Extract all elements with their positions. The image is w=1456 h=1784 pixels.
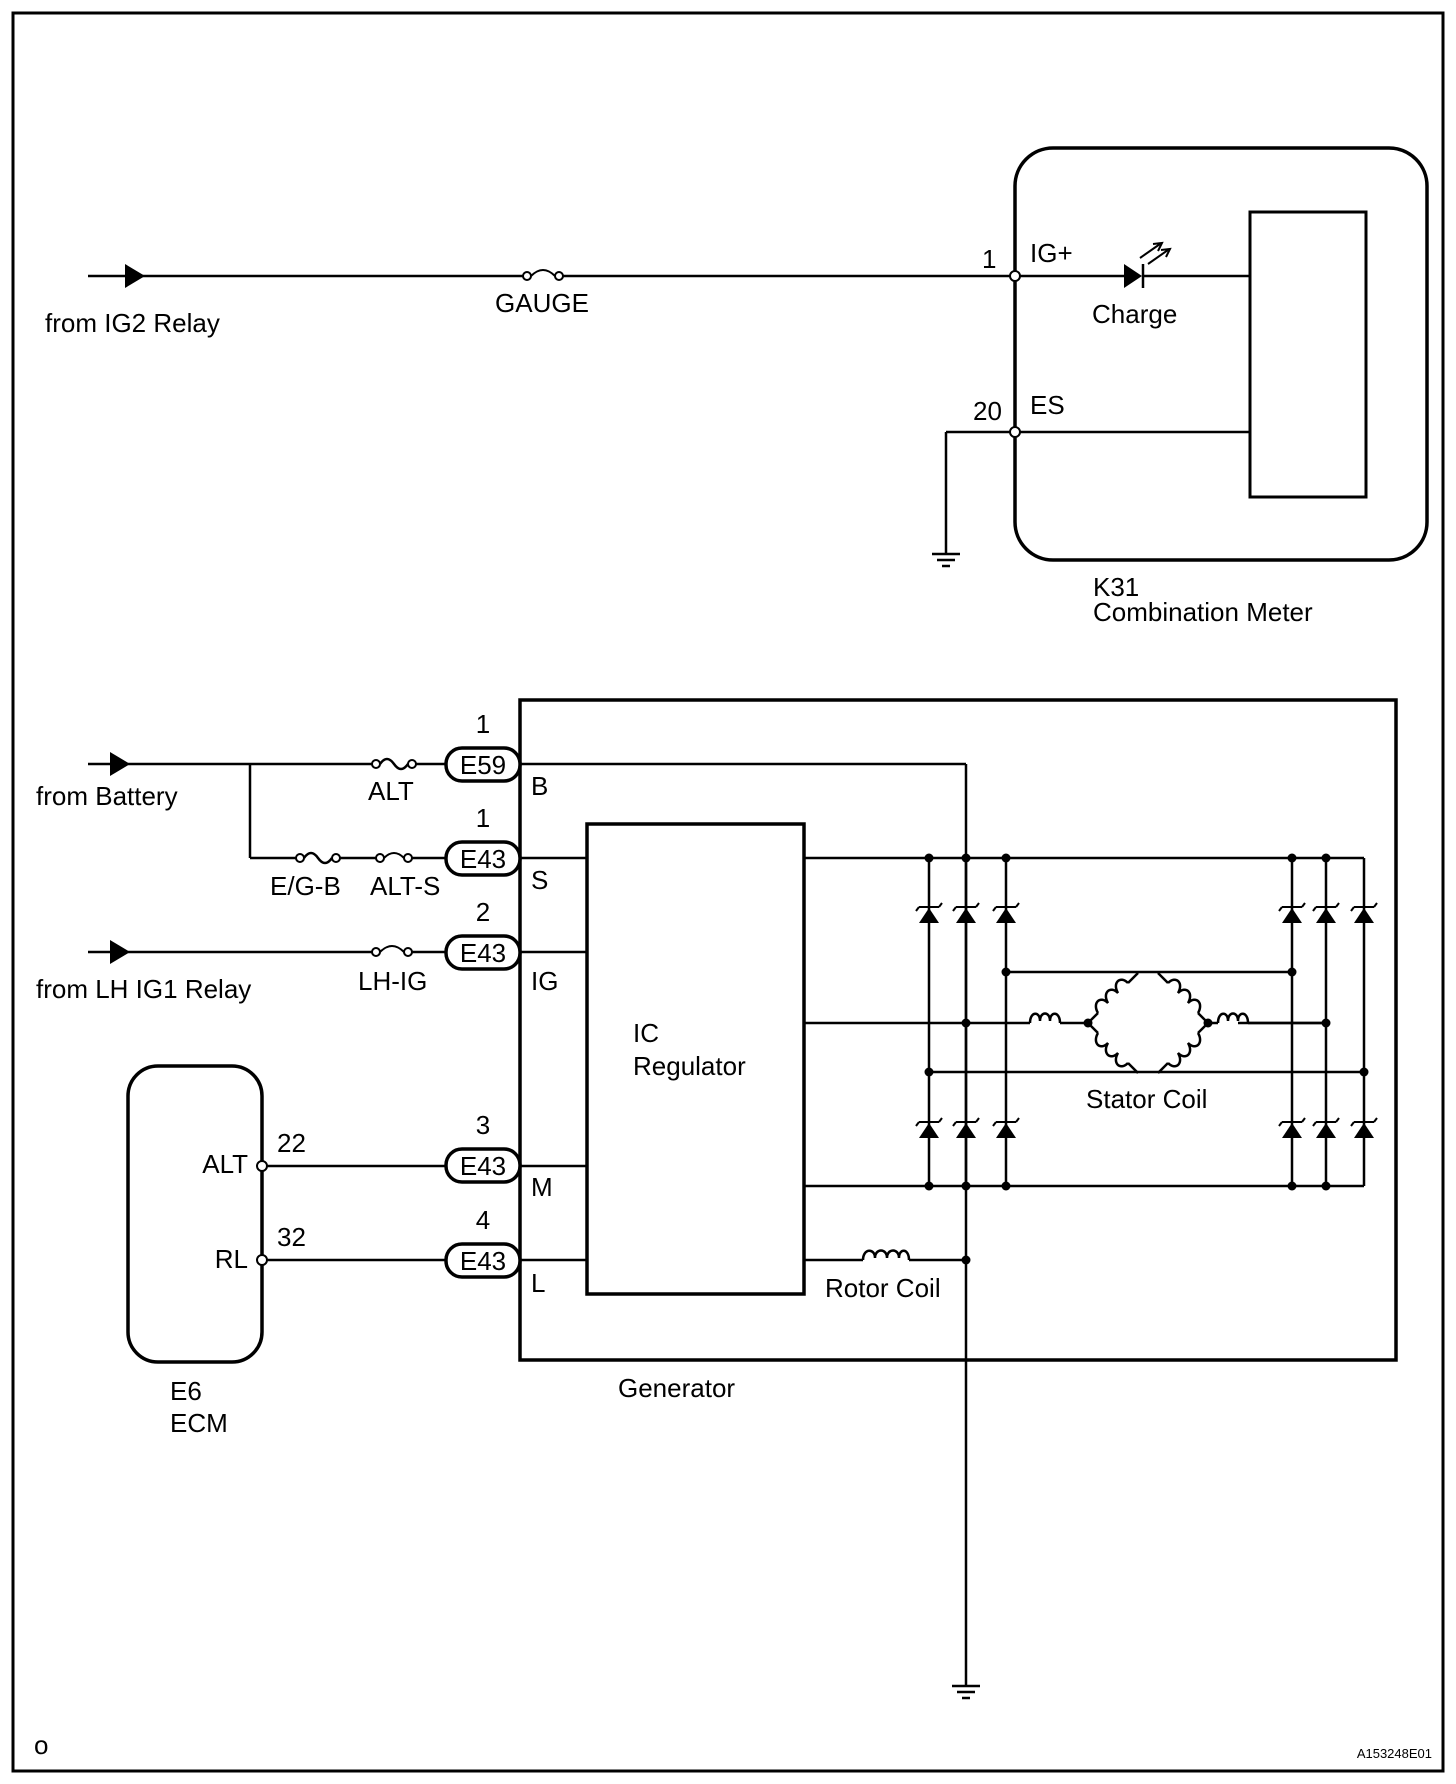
generator-pin-name: S xyxy=(531,865,548,895)
ground-icon xyxy=(950,1670,982,1700)
battery-circuit: from Battery ALT E/G-B ALT-S xyxy=(36,752,982,1700)
diode-icon xyxy=(1278,902,1306,924)
page-frame xyxy=(11,11,1445,1773)
ground-icon xyxy=(930,538,962,568)
generator-pin-name: B xyxy=(531,771,548,801)
meter-code: K31 xyxy=(1093,572,1139,602)
generator-pin-name: L xyxy=(531,1268,545,1298)
ecm-box xyxy=(126,1064,264,1364)
ecm-pin-rl-name: RL xyxy=(215,1244,248,1274)
fuse-alts-label: ALT-S xyxy=(370,871,440,901)
ecm-code: E6 xyxy=(170,1376,202,1406)
arrow-icon xyxy=(110,752,130,776)
stator-coil-icon: Stator Coil xyxy=(1028,972,1326,1114)
diode-icon xyxy=(1350,1117,1378,1139)
diode-icon xyxy=(1312,1117,1340,1139)
meter-internal-block xyxy=(1248,210,1368,499)
connector-code: E59 xyxy=(460,750,506,780)
connector-code: E43 xyxy=(460,1151,506,1181)
diode-icon xyxy=(952,1117,980,1139)
meter-pin-ig-num: 1 xyxy=(982,244,996,274)
fuse-gauge-icon xyxy=(522,269,564,281)
source-lh-ig1-label: from LH IG1 Relay xyxy=(36,974,251,1004)
ecm-pin-rl-num: 32 xyxy=(277,1222,306,1252)
diode-icon xyxy=(1278,1117,1306,1139)
fuse-egb-label: E/G-B xyxy=(270,871,341,901)
meter-pin-ig-name: IG+ xyxy=(1030,238,1073,268)
connector-e43-m: E43 3 M xyxy=(444,1110,553,1202)
connector-num: 2 xyxy=(476,897,490,927)
ic-regulator-line2: Regulator xyxy=(633,1051,746,1081)
fuse-alts-icon xyxy=(375,852,413,863)
rotor-coil-circuit: Rotor Coil xyxy=(804,1249,971,1303)
source-battery-label: from Battery xyxy=(36,781,178,811)
meter-pin-es-name: ES xyxy=(1030,390,1065,420)
fusible-link-alt-icon xyxy=(371,757,417,771)
generator-label: Generator xyxy=(618,1373,735,1403)
footer-left-mark: o xyxy=(34,1730,48,1760)
source-ig2-label: from IG2 Relay xyxy=(45,308,220,338)
combination-meter-box xyxy=(1013,146,1429,562)
combination-meter: K31 Combination Meter xyxy=(1013,146,1429,627)
connector-code: E43 xyxy=(460,1246,506,1276)
fuse-lhig-icon xyxy=(371,945,413,957)
meter-pin-es-num: 20 xyxy=(973,396,1002,426)
diode-icon xyxy=(1312,902,1340,924)
connector-num: 1 xyxy=(476,803,490,833)
diode-icon xyxy=(1350,902,1378,924)
fuse-lhig-label: LH-IG xyxy=(358,966,427,996)
connector-num: 3 xyxy=(476,1110,490,1140)
generator-box xyxy=(518,698,1398,1362)
rotor-coil-label: Rotor Coil xyxy=(825,1273,941,1303)
meter-pin-ig xyxy=(1009,270,1021,282)
connector-num: 1 xyxy=(476,709,490,739)
connector-code: E43 xyxy=(460,938,506,968)
ig2-circuit: from IG2 Relay GAUGE 1 IG+ Charge xyxy=(45,238,1250,338)
connector-e43-ig: E43 2 IG xyxy=(444,897,558,996)
ecm-pin-rl xyxy=(256,1254,268,1266)
fuse-gauge-label: GAUGE xyxy=(495,288,589,318)
fuse-alt-label: ALT xyxy=(368,776,414,806)
meter-name: Combination Meter xyxy=(1093,597,1313,627)
diode-icon xyxy=(952,902,980,924)
meter-pin-es xyxy=(1009,426,1021,438)
connector-code: E43 xyxy=(460,844,506,874)
ecm: ALT RL 22 32 E6 ECM xyxy=(126,1064,587,1438)
diode-icon xyxy=(992,1117,1020,1139)
charge-led-label: Charge xyxy=(1092,299,1177,329)
ecm-pin-alt xyxy=(256,1160,268,1172)
diode-icon xyxy=(915,902,943,924)
ecm-pin-alt-name: ALT xyxy=(202,1149,248,1179)
diode-icon xyxy=(992,902,1020,924)
ecm-pin-alt-num: 22 xyxy=(277,1128,306,1158)
lh-ig1-circuit: from LH IG1 Relay LH-IG xyxy=(36,940,587,1004)
stator-coil-label: Stator Coil xyxy=(1086,1084,1207,1114)
rotor-coil-icon xyxy=(861,1249,911,1261)
es-ground-circuit: 20 ES xyxy=(930,390,1250,568)
ic-regulator-box xyxy=(585,822,806,1296)
connector-e43-l: E43 4 L xyxy=(444,1205,545,1298)
connector-e59-b: E59 1 B xyxy=(444,709,548,801)
arrow-icon xyxy=(110,940,130,964)
ic-regulator-line1: IC xyxy=(633,1018,659,1048)
fusible-link-egb-icon xyxy=(295,851,341,865)
figure-id: A153248E01 xyxy=(1357,1746,1432,1761)
charge-led-icon xyxy=(1124,241,1172,288)
ecm-name: ECM xyxy=(170,1408,228,1438)
connector-num: 4 xyxy=(476,1205,490,1235)
diode-icon xyxy=(915,1117,943,1139)
generator-pin-name: M xyxy=(531,1172,553,1202)
connector-e43-s: E43 1 S xyxy=(444,803,548,895)
generator-pin-name: IG xyxy=(531,966,558,996)
